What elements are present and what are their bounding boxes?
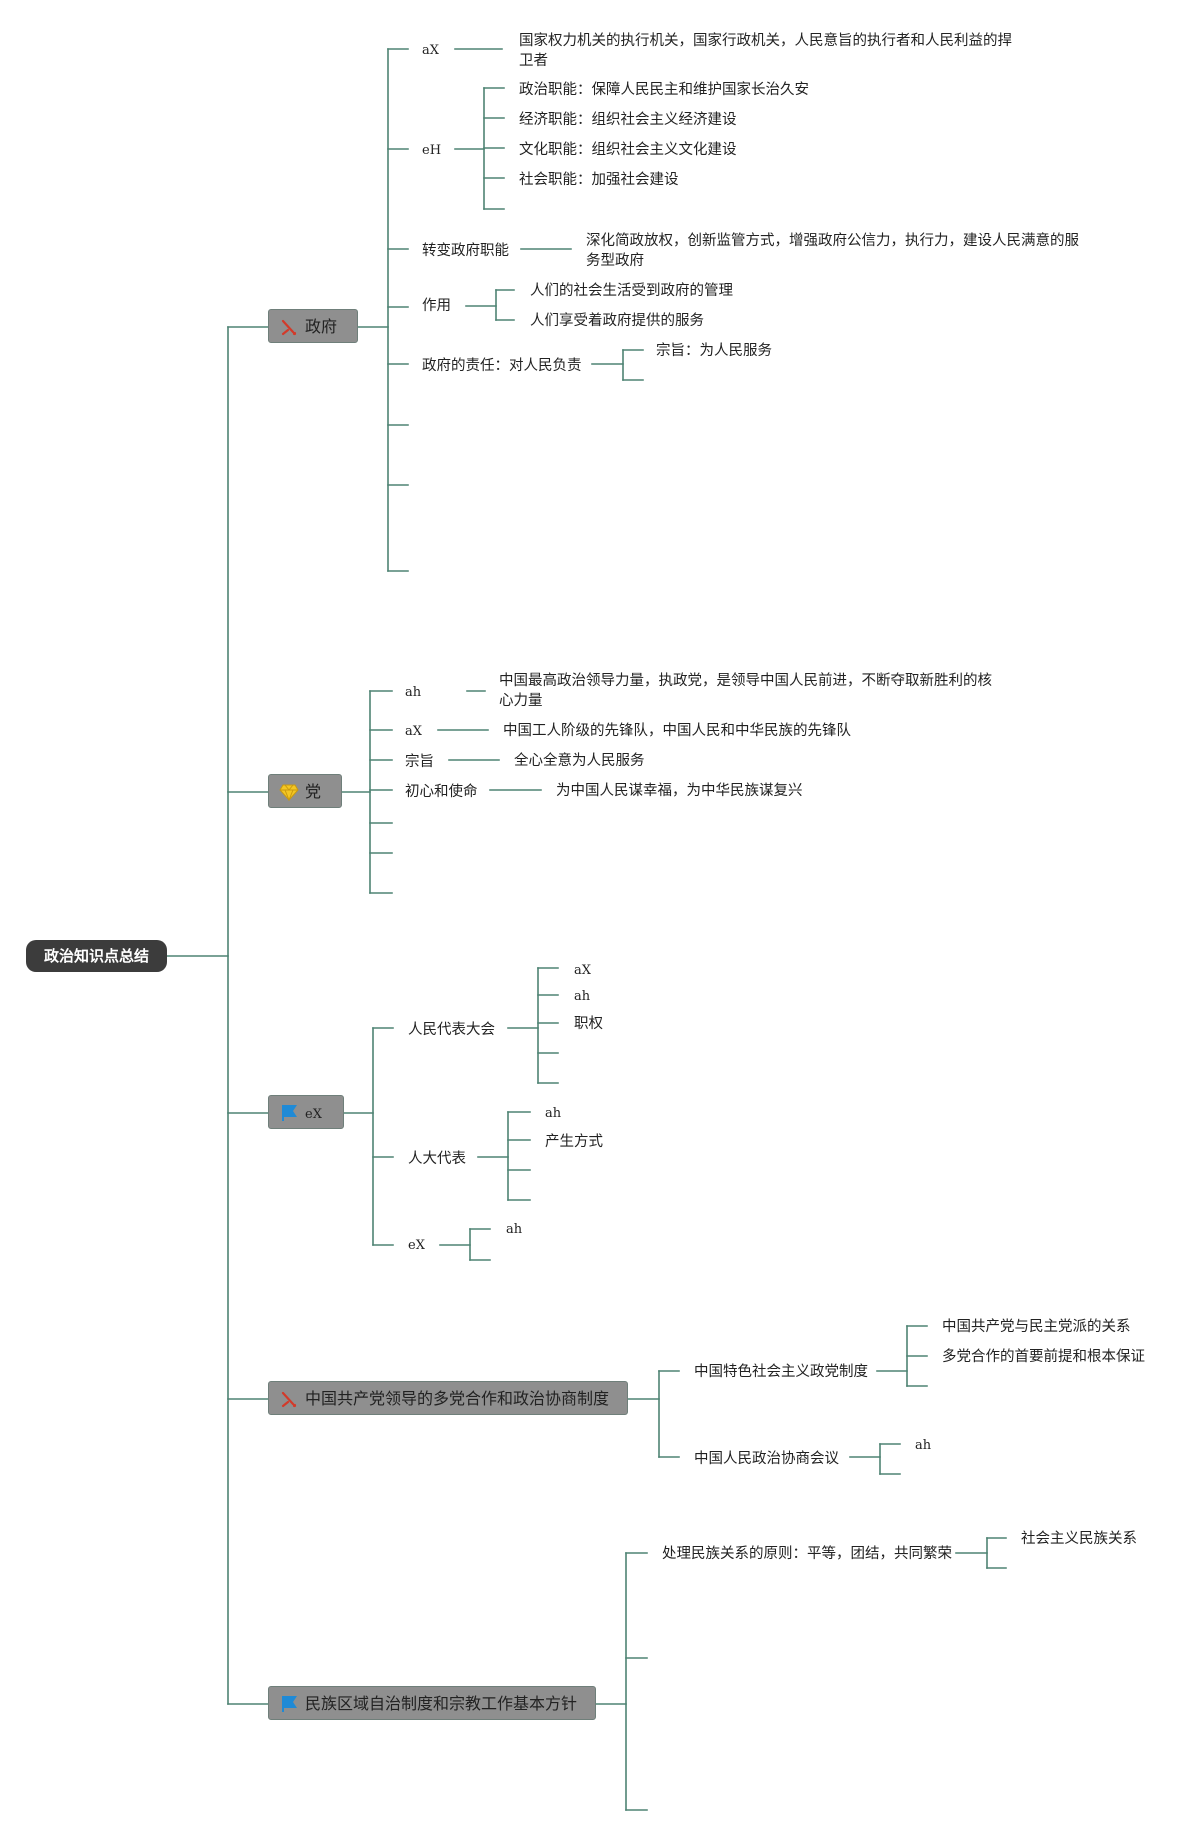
party-mission-text[interactable]: 为中国人民谋幸福，为中华民族谋复兴 (556, 783, 803, 799)
flag-icon (282, 1105, 297, 1121)
ex-congress-label[interactable]: 人民代表大会 (408, 1022, 495, 1038)
ex-congress-item[interactable]: 职权 (574, 1016, 603, 1032)
gov-transform-text[interactable]: 深化简政放权，创新监管方式，增强政府公信力，执行力，建设人民满意的服务型政府 (586, 233, 1079, 269)
branch-label: 中国共产党领导的多党合作和政治协商制度 (305, 1389, 610, 1408)
party-ax-label[interactable]: aX (405, 724, 423, 739)
coop-system-label[interactable]: 中国特色社会主义政党制度 (694, 1364, 868, 1380)
gov-eh-item[interactable]: 文化职能：组织社会主义文化建设 (519, 142, 737, 158)
gov-eh-item[interactable]: 政治职能：保障人民民主和维护国家长治久安 (519, 82, 809, 98)
ex-congress-item[interactable]: ah (574, 989, 591, 1004)
party-mission-label[interactable]: 初心和使命 (405, 784, 478, 800)
branch-multiparty-cooperation[interactable]: 中国共产党领导的多党合作和政治协商制度 (268, 1381, 628, 1415)
flag-icon (282, 1696, 297, 1712)
ex-deputy-item[interactable]: ah (545, 1106, 562, 1121)
party-purpose-text[interactable]: 全心全意为人民服务 (514, 753, 645, 769)
gov-ax-label[interactable]: aX (422, 43, 440, 58)
gov-eh-label[interactable]: eH (422, 143, 442, 158)
gov-role-item[interactable]: 人们的社会生活受到政府的管理 (530, 283, 733, 299)
ex-deputy-label[interactable]: 人大代表 (408, 1151, 466, 1167)
root-node[interactable]: 政治知识点总结 (26, 940, 167, 972)
coop-cppcc-label[interactable]: 中国人民政治协商会议 (694, 1451, 839, 1467)
hammer-icon (281, 319, 297, 336)
coop-system-item[interactable]: 多党合作的首要前提和根本保证 (942, 1349, 1145, 1365)
branch-ethnic-autonomy[interactable]: 民族区域自治制度和宗教工作基本方针 (268, 1686, 596, 1720)
gem-icon (279, 784, 299, 801)
ethnic-principle-item[interactable]: 社会主义民族关系 (1021, 1531, 1137, 1547)
coop-cppcc-item[interactable]: ah (915, 1438, 932, 1453)
branch-party[interactable]: 党 (268, 774, 342, 808)
ex-deputy-item[interactable]: 产生方式 (545, 1134, 603, 1150)
party-ah-label[interactable]: ah (405, 685, 422, 700)
branch-ex[interactable]: eX (268, 1095, 344, 1129)
branch-label: 民族区域自治制度和宗教工作基本方针 (305, 1694, 578, 1713)
gov-role-label[interactable]: 作用 (422, 298, 451, 314)
ethnic-principle-label[interactable]: 处理民族关系的原则：平等，团结，共同繁荣 (662, 1546, 952, 1562)
gov-ax-text[interactable]: 国家权力机关的执行机关，国家行政机关，人民意旨的执行者和人民利益的捍卫者 (519, 33, 1012, 69)
branch-label: eX (305, 1107, 322, 1122)
hammer-icon (281, 1391, 297, 1408)
branch-label: 党 (305, 782, 322, 801)
branch-label: 政府 (305, 317, 338, 336)
gov-role-item[interactable]: 人们享受着政府提供的服务 (530, 313, 704, 329)
coop-system-item[interactable]: 中国共产党与民主党派的关系 (942, 1319, 1131, 1335)
party-ax-text[interactable]: 中国工人阶级的先锋队，中国人民和中华民族的先锋队 (503, 723, 851, 739)
ex-ex2-label[interactable]: eX (408, 1238, 425, 1253)
gov-eh-item[interactable]: 经济职能：组织社会主义经济建设 (519, 112, 737, 128)
ex-ex2-item[interactable]: ah (506, 1222, 523, 1237)
gov-duty-label[interactable]: 政府的责任：对人民负责 (422, 358, 582, 374)
gov-transform-label[interactable]: 转变政府职能 (422, 243, 509, 259)
ex-congress-item[interactable]: aX (574, 963, 592, 978)
gov-eh-item[interactable]: 社会职能：加强社会建设 (519, 172, 679, 188)
party-ah-text[interactable]: 中国最高政治领导力量，执政党，是领导中国人民前进，不断夺取新胜利的核心力量 (499, 673, 992, 709)
party-purpose-label[interactable]: 宗旨 (405, 754, 434, 770)
branch-government[interactable]: 政府 (268, 309, 358, 343)
gov-duty-item[interactable]: 宗旨：为人民服务 (656, 343, 772, 359)
